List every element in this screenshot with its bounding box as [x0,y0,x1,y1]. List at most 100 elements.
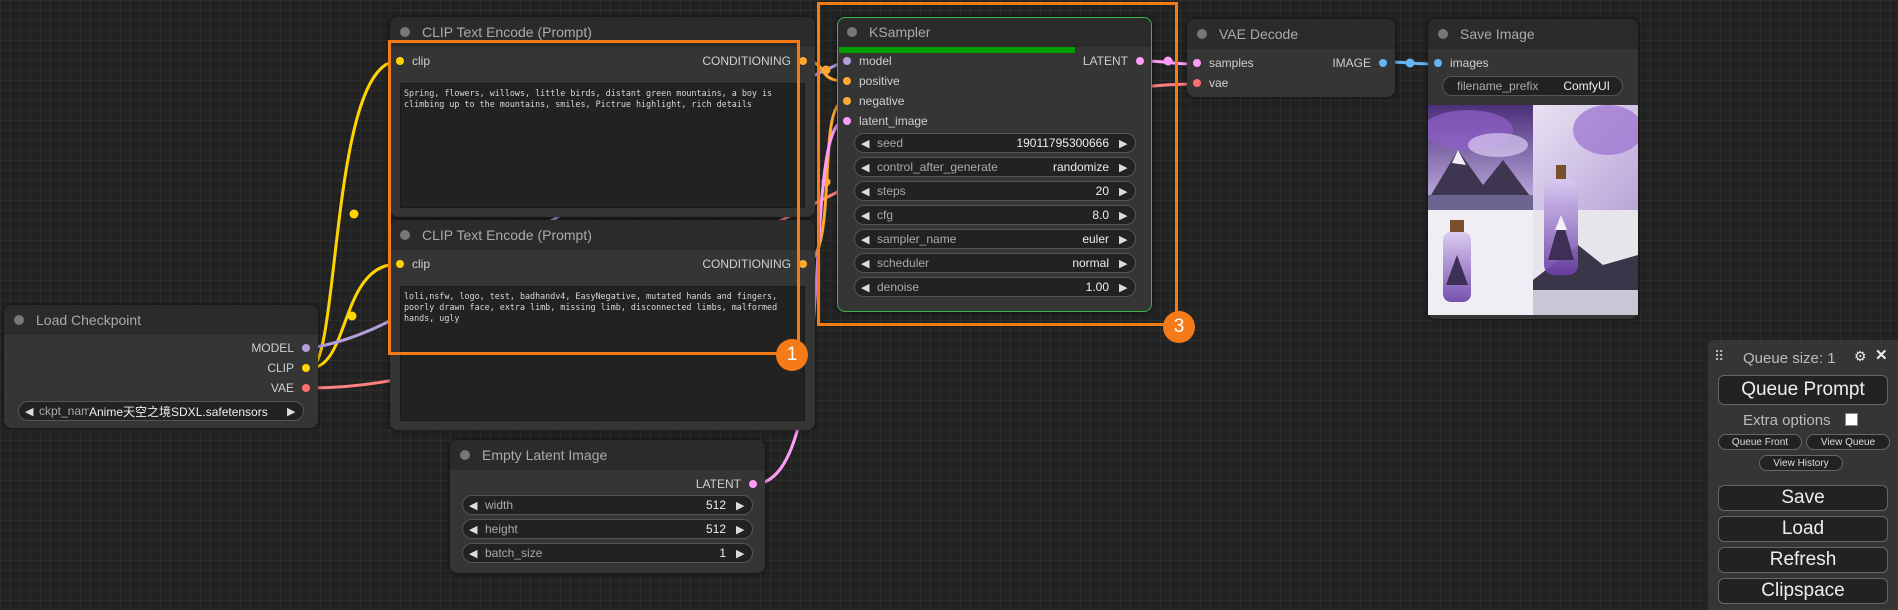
control-after-generate-widget[interactable]: ◀ control_after_generate randomize ▶ [854,157,1136,177]
collapse-dot[interactable] [1197,29,1207,39]
clip-output-slot[interactable]: CLIP [267,359,310,377]
scheduler-widget[interactable]: ◀ scheduler normal ▶ [854,253,1136,273]
node-title-bar[interactable]: VAE Decode [1187,19,1395,49]
collapse-dot[interactable] [400,230,410,240]
images-input-slot[interactable]: images [1434,54,1489,72]
samples-pin[interactable] [1193,59,1201,67]
load-button[interactable]: Load [1718,516,1888,542]
model-pin[interactable] [302,344,310,352]
conditioning-pin[interactable] [799,57,807,65]
increment-arrow-icon[interactable]: ▶ [1119,161,1128,174]
decrement-arrow-icon[interactable]: ◀ [469,547,478,560]
vae-output-slot[interactable]: VAE [271,379,310,397]
increment-arrow-icon[interactable]: ▶ [736,523,745,536]
ckpt-name-combo[interactable]: ◀ ckpt_nam Anime天空之境SDXL.safetensors ▶ [18,401,304,421]
increment-arrow-icon[interactable]: ▶ [1119,185,1128,198]
decrement-arrow-icon[interactable]: ◀ [861,185,870,198]
clipspace-button[interactable]: Clipspace [1718,578,1888,604]
model-pin[interactable] [843,57,851,65]
increment-arrow-icon[interactable]: ▶ [287,405,296,418]
clip-pin[interactable] [396,57,404,65]
node-title-bar[interactable]: CLIP Text Encode (Prompt) [390,220,815,250]
vae-input-slot[interactable]: vae [1193,74,1228,92]
conditioning-output-slot[interactable]: CONDITIONING [702,52,807,70]
seed-widget[interactable]: ◀ seed 19011795300666 ▶ [854,133,1136,153]
save-button[interactable]: Save [1718,485,1888,511]
latent-output-slot[interactable]: LATENT [1083,52,1144,70]
model-output-slot[interactable]: MODEL [251,339,310,357]
prompt-textarea[interactable]: Spring, flowers, willows, little birds, … [400,83,805,208]
decrement-arrow-icon[interactable]: ◀ [469,499,478,512]
clip-input-slot[interactable]: clip [396,255,430,273]
clip-pin[interactable] [396,260,404,268]
latent-image-pin[interactable] [843,117,851,125]
clip-pin[interactable] [302,364,310,372]
image-pin[interactable] [1379,59,1387,67]
node-title-bar[interactable]: KSampler [837,17,1152,47]
view-queue-button[interactable]: View Queue [1806,434,1890,450]
decrement-arrow-icon[interactable]: ◀ [861,137,870,150]
latent-output-slot[interactable]: LATENT [696,475,757,493]
collapse-dot[interactable] [1438,29,1448,39]
ksampler-node[interactable]: KSampler model positive negative latent_… [837,17,1152,312]
node-title-bar[interactable]: Empty Latent Image [450,440,765,470]
collapse-dot[interactable] [847,27,857,37]
empty-latent-image-node[interactable]: Empty Latent Image LATENT ◀ width 512 ▶ … [450,440,765,573]
increment-arrow-icon[interactable]: ▶ [1119,257,1128,270]
latent-image-input-slot[interactable]: latent_image [843,112,928,130]
conditioning-pin[interactable] [799,260,807,268]
latent-pin[interactable] [749,480,757,488]
drag-handle-icon[interactable]: ⠿ [1714,348,1725,364]
decrement-arrow-icon[interactable]: ◀ [861,281,870,294]
negative-input-slot[interactable]: negative [843,92,904,110]
denoise-widget[interactable]: ◀ denoise 1.00 ▶ [854,277,1136,297]
image-preview[interactable] [1428,105,1638,315]
queue-front-button[interactable]: Queue Front [1718,434,1802,450]
height-widget[interactable]: ◀ height 512 ▶ [462,519,753,539]
filename-prefix-widget[interactable]: filename_prefix ComfyUI [1442,76,1623,96]
sampler-name-widget[interactable]: ◀ sampler_name euler ▶ [854,229,1136,249]
images-pin[interactable] [1434,59,1442,67]
queue-prompt-button[interactable]: Queue Prompt [1718,375,1888,405]
batch-size-widget[interactable]: ◀ batch_size 1 ▶ [462,543,753,563]
increment-arrow-icon[interactable]: ▶ [736,547,745,560]
clip-input-slot[interactable]: clip [396,52,430,70]
negative-pin[interactable] [843,97,851,105]
steps-widget[interactable]: ◀ steps 20 ▶ [854,181,1136,201]
refresh-button[interactable]: Refresh [1718,547,1888,573]
decrement-arrow-icon[interactable]: ◀ [861,161,870,174]
cfg-widget[interactable]: ◀ cfg 8.0 ▶ [854,205,1136,225]
queue-panel[interactable]: ⠿ Queue size: 1 ⚙ ✕ Queue Prompt Extra o… [1708,340,1898,610]
node-title-bar[interactable]: Save Image [1428,19,1638,49]
node-title-bar[interactable]: Load Checkpoint [4,305,318,335]
collapse-dot[interactable] [14,315,24,325]
collapse-dot[interactable] [460,450,470,460]
vae-pin[interactable] [302,384,310,392]
vae-decode-node[interactable]: VAE Decode samples vae IMAGE [1187,19,1395,97]
positive-pin[interactable] [843,77,851,85]
positive-input-slot[interactable]: positive [843,72,900,90]
decrement-arrow-icon[interactable]: ◀ [861,209,870,222]
decrement-arrow-icon[interactable]: ◀ [861,257,870,270]
save-image-node[interactable]: Save Image images filename_prefix ComfyU… [1428,19,1638,319]
collapse-dot[interactable] [400,27,410,37]
increment-arrow-icon[interactable]: ▶ [1119,137,1128,150]
settings-gear-icon[interactable]: ⚙ [1854,348,1867,364]
decrement-arrow-icon[interactable]: ◀ [25,405,34,418]
width-widget[interactable]: ◀ width 512 ▶ [462,495,753,515]
vae-pin[interactable] [1193,79,1201,87]
model-input-slot[interactable]: model [843,52,892,70]
increment-arrow-icon[interactable]: ▶ [1119,281,1128,294]
extra-options-checkbox[interactable] [1845,413,1858,426]
decrement-arrow-icon[interactable]: ◀ [861,233,870,246]
view-history-button[interactable]: View History [1759,455,1843,471]
close-icon[interactable]: ✕ [1875,347,1888,364]
latent-pin[interactable] [1136,57,1144,65]
samples-input-slot[interactable]: samples [1193,54,1254,72]
load-checkpoint-node[interactable]: Load Checkpoint MODEL CLIP VAE ◀ ckpt_na… [4,305,318,428]
increment-arrow-icon[interactable]: ▶ [736,499,745,512]
clip-text-encode-negative-node[interactable]: CLIP Text Encode (Prompt) clip CONDITION… [390,220,815,430]
conditioning-output-slot[interactable]: CONDITIONING [702,255,807,273]
increment-arrow-icon[interactable]: ▶ [1119,233,1128,246]
image-output-slot[interactable]: IMAGE [1332,54,1387,72]
